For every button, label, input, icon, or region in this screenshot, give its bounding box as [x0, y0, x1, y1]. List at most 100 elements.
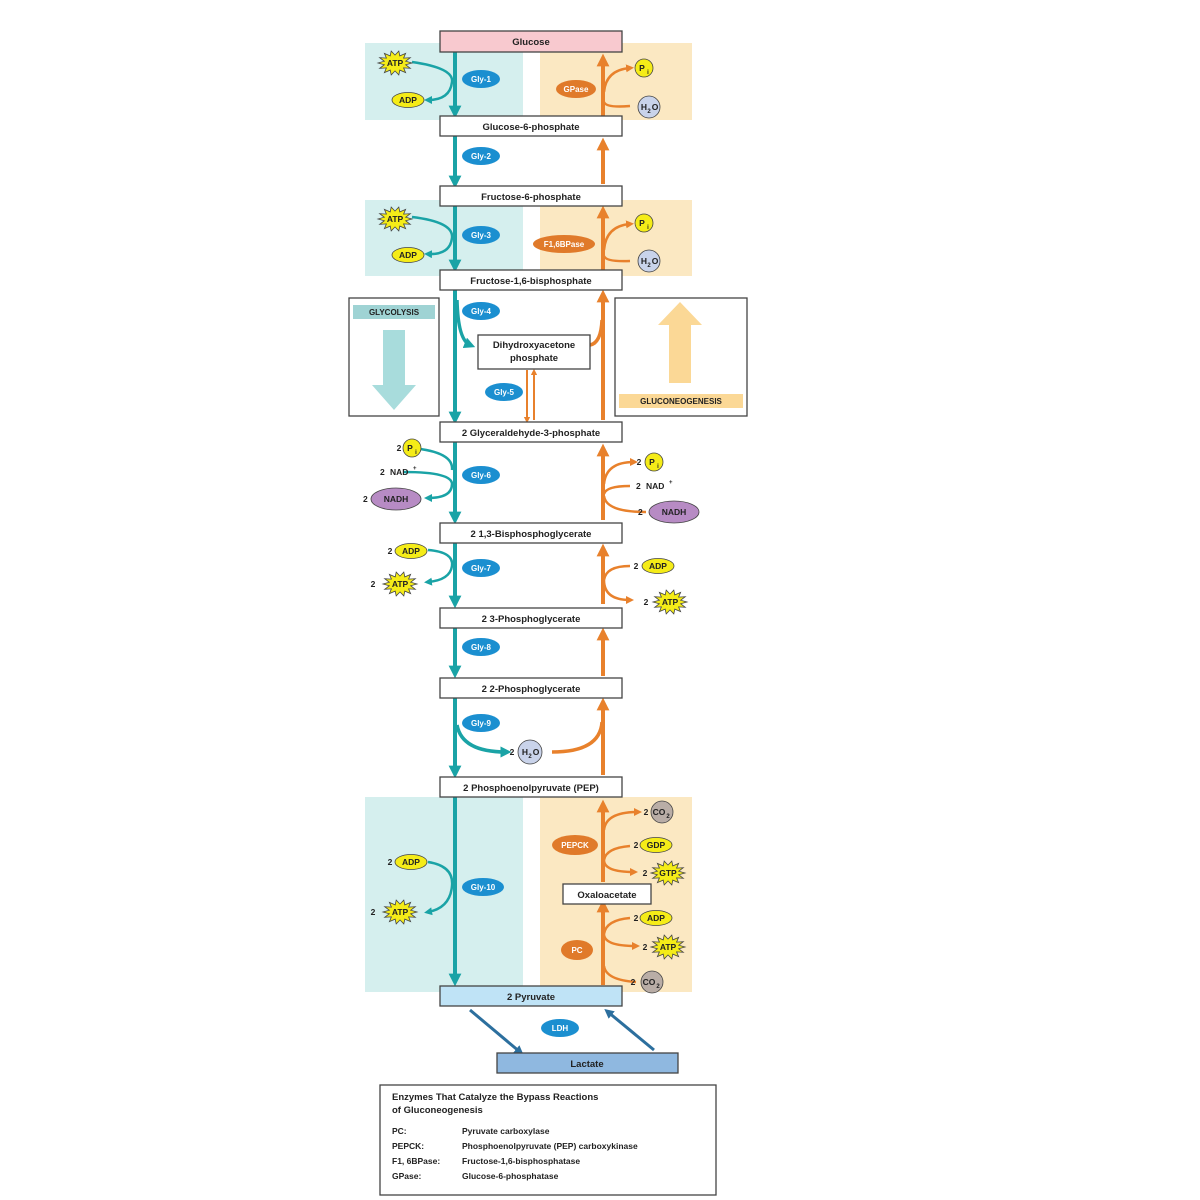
- metabolite-boxes: Glucose Glucose-6-phosphate Fructose-6-p…: [439, 30, 679, 1074]
- svg-text:2 1,3-Bisphosphoglycerate: 2 1,3-Bisphosphoglycerate: [471, 529, 592, 540]
- enzyme-pepck[interactable]: PEPCK: [552, 835, 598, 855]
- svg-text:ADP: ADP: [647, 913, 665, 923]
- svg-text:Gly-7: Gly-7: [471, 564, 492, 573]
- svg-text:Glucose-6-phosphate: Glucose-6-phosphate: [482, 122, 579, 133]
- svg-text:2: 2: [644, 807, 649, 817]
- legend-name-f16bpase: Fructose-1,6-bisphosphatase: [462, 1156, 580, 1166]
- gluconeogenesis-label: GLUCONEOGENESIS: [640, 397, 722, 406]
- svg-text:GDP: GDP: [647, 840, 666, 850]
- svg-text:NADH: NADH: [662, 507, 687, 517]
- gluconeogenesis-up-arrow-icon: [658, 302, 702, 383]
- svg-text:Gly-8: Gly-8: [471, 643, 492, 652]
- legend-abbr-f16bpase: F1, 6BPase:: [392, 1156, 440, 1166]
- enzyme-gly10[interactable]: Gly-10: [462, 878, 504, 896]
- svg-text:2: 2: [643, 942, 648, 952]
- enzyme-gly6[interactable]: Gly-6: [462, 466, 500, 484]
- svg-text:Gly-5: Gly-5: [494, 388, 515, 397]
- svg-text:2: 2: [380, 467, 385, 477]
- svg-text:ADP: ADP: [649, 561, 667, 571]
- lactate-box[interactable]: Lactate: [496, 1052, 679, 1074]
- svg-text:2 Glyceraldehyde-3-phosphate: 2 Glyceraldehyde-3-phosphate: [462, 428, 600, 439]
- svg-text:Dihydroxyacetone: Dihydroxyacetone: [493, 340, 575, 351]
- enzyme-gly7[interactable]: Gly-7: [462, 559, 500, 577]
- svg-text:Fructose-1,6-bisphosphate: Fructose-1,6-bisphosphate: [470, 276, 591, 287]
- svg-text:2 2-Phosphoglycerate: 2 2-Phosphoglycerate: [482, 684, 581, 695]
- enzyme-pc[interactable]: PC: [561, 940, 593, 960]
- svg-text:ATP: ATP: [392, 579, 409, 589]
- enzyme-f16bpase[interactable]: F1,6BPase: [533, 235, 595, 253]
- enzyme-gly1[interactable]: Gly-1: [462, 70, 500, 88]
- svg-text:2: 2: [647, 109, 651, 115]
- legend-title-line1: Enzymes That Catalyze the Bypass Reactio…: [392, 1092, 598, 1103]
- enzyme-gly3[interactable]: Gly-3: [462, 226, 500, 244]
- dhap-box[interactable]: Dihydroxyacetone phosphate: [477, 334, 591, 370]
- ldh-connectors: [469, 1008, 655, 1056]
- glycolysis-arrows: [403, 52, 512, 987]
- svg-text:CO: CO: [653, 807, 666, 817]
- svg-text:PC: PC: [571, 946, 582, 955]
- svg-text:2: 2: [631, 977, 636, 987]
- legend-abbr-pepck: PEPCK:: [392, 1141, 424, 1151]
- svg-text:P: P: [407, 443, 413, 453]
- legend-title-line2: of Gluconeogenesis: [392, 1105, 483, 1116]
- glycolysis-label: GLYCOLYSIS: [369, 308, 420, 317]
- enzyme-gly5[interactable]: Gly-5: [485, 383, 523, 401]
- oaa-box[interactable]: Oxaloacetate: [562, 883, 652, 905]
- glycolysis-down-arrow-icon: [372, 330, 416, 410]
- svg-text:Glucose: Glucose: [512, 37, 550, 48]
- svg-text:2: 2: [638, 507, 643, 517]
- svg-text:H: H: [641, 256, 647, 266]
- pg2-box[interactable]: 2 2-Phosphoglycerate: [439, 677, 623, 699]
- svg-text:i: i: [647, 70, 649, 76]
- svg-text:O: O: [533, 747, 540, 757]
- g3p-box[interactable]: 2 Glyceraldehyde-3-phosphate: [439, 421, 623, 443]
- svg-text:Lactate: Lactate: [570, 1059, 603, 1070]
- pyruvate-box[interactable]: 2 Pyruvate: [439, 985, 623, 1007]
- bpg-box[interactable]: 2 1,3-Bisphosphoglycerate: [439, 522, 623, 544]
- legend-name-pepck: Phosphoenolpyruvate (PEP) carboxykinase: [462, 1141, 638, 1151]
- svg-text:ADP: ADP: [402, 857, 420, 867]
- svg-text:Gly-4: Gly-4: [471, 307, 492, 316]
- svg-text:P: P: [649, 457, 655, 467]
- svg-text:phosphate: phosphate: [510, 353, 558, 364]
- svg-text:Oxaloacetate: Oxaloacetate: [577, 890, 636, 901]
- svg-text:2: 2: [634, 913, 639, 923]
- svg-text:Gly-9: Gly-9: [471, 719, 492, 728]
- pg3-box[interactable]: 2 3-Phosphoglycerate: [439, 607, 623, 629]
- pep-box[interactable]: 2 Phosphoenolpyruvate (PEP): [439, 776, 623, 798]
- f16bp-box[interactable]: Fructose-1,6-bisphosphate: [439, 269, 623, 291]
- enzyme-ldh[interactable]: LDH: [541, 1019, 579, 1037]
- svg-text:Gly-2: Gly-2: [471, 152, 492, 161]
- svg-text:P: P: [639, 218, 645, 228]
- glucose-box[interactable]: Glucose: [439, 30, 623, 53]
- svg-text:2 Pyruvate: 2 Pyruvate: [507, 992, 555, 1003]
- enzyme-gly8[interactable]: Gly-8: [462, 638, 500, 656]
- svg-text:GTP: GTP: [659, 868, 677, 878]
- svg-text:2: 2: [371, 579, 376, 589]
- f6p-box[interactable]: Fructose-6-phosphate: [439, 185, 623, 207]
- enzyme-gly2[interactable]: Gly-2: [462, 147, 500, 165]
- svg-text:2: 2: [510, 747, 515, 757]
- enzyme-ellipses: Gly-1 Gly-2 Gly-3 Gly-4 Gly-5 Gly-6 Gly-…: [462, 70, 598, 1037]
- enzyme-gly9[interactable]: Gly-9: [462, 714, 500, 732]
- enzyme-gpase[interactable]: GPase: [556, 80, 596, 98]
- atp-star-2: ATP: [376, 206, 414, 232]
- svg-text:2: 2: [637, 457, 642, 467]
- svg-text:2: 2: [363, 494, 368, 504]
- g6p-box[interactable]: Glucose-6-phosphate: [439, 115, 623, 137]
- svg-text:2: 2: [634, 561, 639, 571]
- adp-4: 2 ADP: [634, 558, 675, 574]
- svg-text:F1,6BPase: F1,6BPase: [544, 240, 585, 249]
- enzyme-gly4[interactable]: Gly-4: [462, 302, 500, 320]
- svg-text:2: 2: [634, 840, 639, 850]
- svg-text:CO: CO: [643, 977, 656, 987]
- svg-text:ATP: ATP: [387, 58, 404, 68]
